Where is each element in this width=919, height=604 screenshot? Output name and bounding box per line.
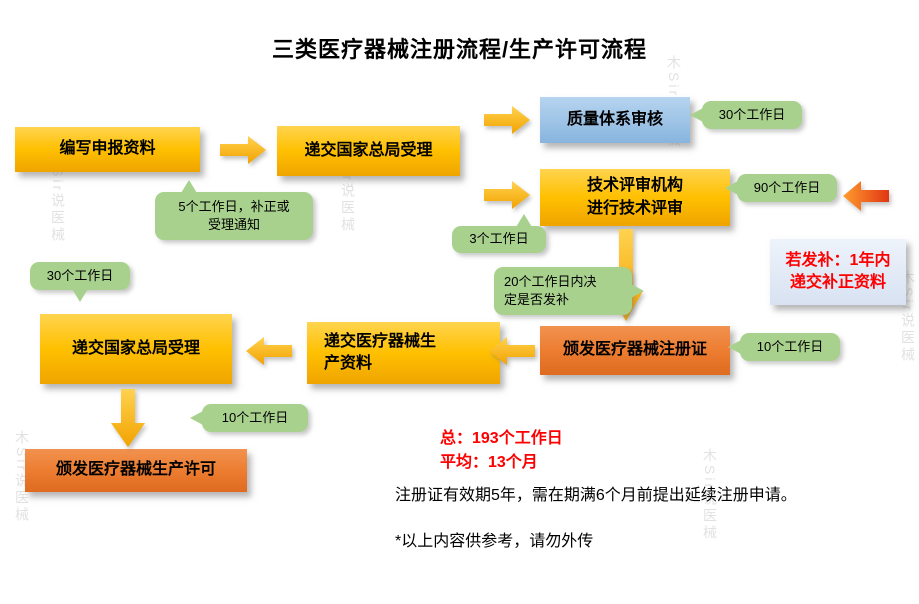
callout-pointer-icon [190,411,203,425]
callout-text: 3个工作日 [469,231,529,247]
callout-pointer-icon [690,108,703,122]
callout-audit-30-days: 30个工作日 [690,101,802,129]
arrow-supplement-to-review-icon [843,181,889,211]
callout-pointer-icon [631,284,644,298]
summary-average-months: 平均：13个月 [440,454,538,471]
callout-certificate-10-days: 10个工作日 [728,333,840,361]
callout-text: 10个工作日 [756,338,824,354]
callout-acceptance-notice-5-days: 5个工作日，补正或 受理通知 [155,180,313,240]
node-quality-system-audit: 质量体系审核 [540,97,690,143]
arrow-submit-to-review-icon [484,181,530,209]
callout-pointer-icon [516,214,532,227]
callout-text: 90个工作日 [753,179,821,195]
callout-text: 5个工作日，补正或 受理通知 [178,198,290,232]
node-write-application-materials: 编写申报资料 [15,127,200,172]
node-technical-review: 技术评审机构 进行技术评审 [540,169,730,226]
node-submit-nmpa-acceptance-2: 递交国家总局受理 [40,314,232,384]
callout-accept-3-days: 3个工作日 [452,214,546,253]
callout-text: 30个工作日 [718,106,786,122]
validity-note: 注册证有效期5年，需在期满6个月前提出延续注册申请。 [395,487,797,504]
node-supplement-correction: 若发补：1年内 递交补正资料 [770,239,906,305]
callout-review-90-days: 90个工作日 [725,174,837,202]
callout-pointer-icon [725,181,738,195]
summary-total-days: 总：193个工作日 [440,430,563,447]
callout-license-10-days: 10个工作日 [190,404,308,432]
page-title: 三类医疗器械注册流程/生产许可流程 [271,37,648,62]
arrow-certificate-to-production-icon [489,337,535,365]
node-submit-production-materials: 递交医疗器械生 产资料 [307,322,500,384]
arrow-submit-to-quality-icon [484,106,530,134]
arrow-write-to-submit-icon [220,136,266,164]
disclaimer-note: *以上内容供参考，请勿外传 [395,533,594,550]
callout-text: 20个工作日内决 定是否发补 [504,273,597,307]
callout-decide-20-days: 20个工作日内决 定是否发补 [494,267,644,315]
node-submit-nmpa-acceptance-1: 递交国家总局受理 [277,126,460,176]
callout-pointer-icon [72,289,88,302]
node-issue-registration-certificate: 颁发医疗器械注册证 [540,326,730,375]
callout-pointer-icon [181,180,197,193]
callout-pointer-icon [728,340,741,354]
callout-acceptance-30-days: 30个工作日 [30,262,130,302]
callout-text: 10个工作日 [221,409,289,425]
arrow-production-to-acceptance-icon [246,337,292,365]
callout-text: 30个工作日 [46,267,114,283]
arrow-acceptance-to-license-icon [111,389,145,447]
node-issue-production-license: 颁发医疗器械生产许可 [25,449,247,492]
